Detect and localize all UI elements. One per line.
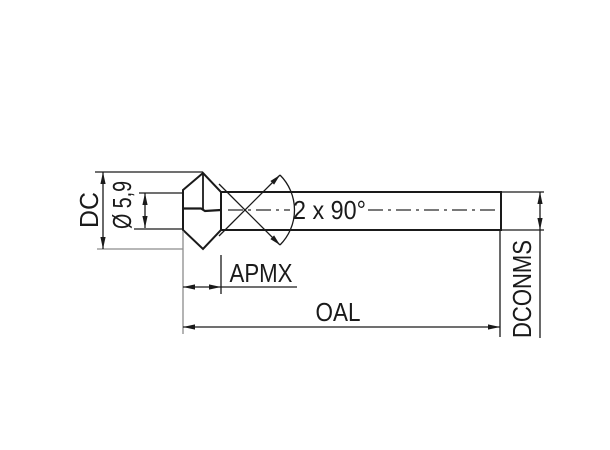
apmx-dimension: APMX	[182, 231, 297, 334]
apmx-arrow-right	[209, 284, 221, 290]
oal-arrow-left	[183, 324, 195, 330]
pilot-arrow-down	[142, 216, 148, 228]
pilot-diameter-dimension: Ø 5,9	[107, 181, 184, 230]
tool	[182, 171, 502, 251]
angle-arc-arrow-bottom	[270, 235, 280, 245]
dc-label: DC	[74, 192, 104, 228]
dconms-label: DCONMS	[507, 240, 537, 338]
dconms-arrow-down	[537, 218, 543, 230]
oal-label: OAL	[316, 297, 361, 327]
pilot-arrow-up	[142, 193, 148, 205]
angle-leg-line-upper	[218, 174, 281, 237]
cutting-edge-line	[183, 207, 222, 213]
angle-annotation: 2 x 90°	[218, 174, 366, 246]
oal-dimension: OAL	[183, 231, 501, 337]
dc-arrow-down	[100, 237, 106, 249]
dc-dimension: DC	[74, 171, 203, 250]
angle-arc-arrow-top	[270, 175, 280, 185]
dconms-dimension: DCONMS	[501, 191, 544, 338]
apmx-label: APMX	[230, 258, 293, 288]
dconms-arrow-up	[537, 192, 543, 204]
pilot-diameter-label: Ø 5,9	[107, 181, 137, 229]
angle-arc	[279, 174, 296, 246]
angle-label: 2 x 90°	[293, 195, 366, 225]
apmx-arrow-left	[183, 284, 195, 290]
oal-arrow-right	[488, 324, 500, 330]
dc-arrow-up	[100, 172, 106, 184]
angle-leg-line-lower	[218, 183, 281, 246]
